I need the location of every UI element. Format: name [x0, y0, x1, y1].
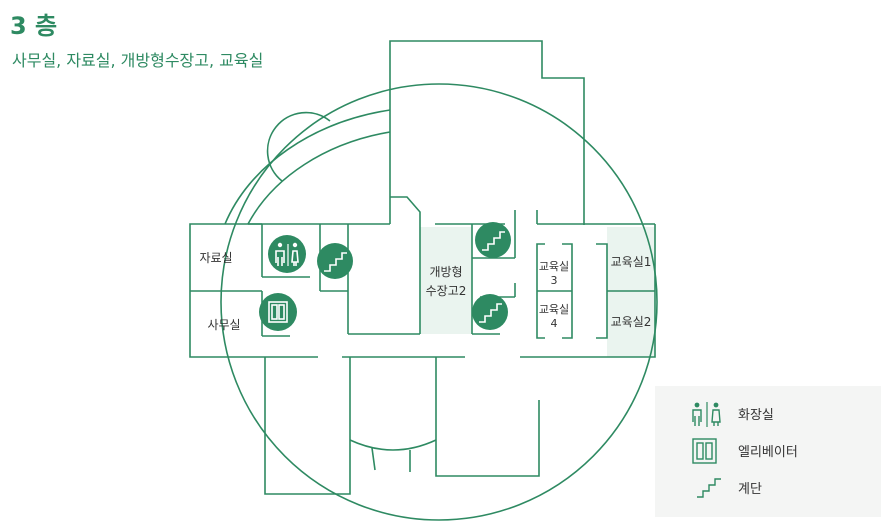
storage-room-highlight: [420, 227, 472, 334]
room-label-edu2: 교육실2: [611, 315, 652, 329]
room-label-edu3-2: 3: [551, 274, 558, 287]
bottom-left-block: [264, 357, 351, 495]
elevator-icon: [692, 438, 717, 464]
small-round-room: [266, 111, 331, 182]
room-label-edu1: 교육실1: [611, 255, 652, 269]
classroom-highlight: [607, 227, 655, 357]
legend-elevator-label: 엘리베이터: [738, 445, 798, 460]
restroom-icon: [268, 235, 306, 273]
bottom-right-block: [435, 357, 540, 477]
legend-stairs-label: 계단: [738, 482, 762, 497]
map-legend: 화장실 엘리베이터 계단: [655, 386, 881, 517]
top-block-inner-wall: [390, 196, 421, 334]
bottom-entrance-arc: [349, 439, 437, 451]
stairs-icon: [697, 478, 721, 498]
room-label-storage-2: 수장고2: [426, 284, 467, 298]
room-label-storage-1: 개방형: [429, 265, 462, 279]
stairs-icon: [475, 222, 511, 258]
room-label-archive: 자료실: [199, 251, 232, 265]
corridor-arc-inner: [247, 131, 391, 225]
elevator-icon: [259, 293, 297, 331]
classroom-12-west-wall: [596, 243, 608, 339]
floor-title: 3 층: [10, 12, 58, 40]
corridor-arc-outer: [224, 109, 391, 225]
room-label-office: 사무실: [207, 318, 240, 332]
classroom-34-east-wall: [562, 243, 573, 339]
stairs-icon: [317, 243, 353, 279]
room-label-edu4-1: 교육실: [539, 303, 569, 316]
stairs-icon: [472, 294, 508, 330]
legend-restroom-label: 화장실: [738, 408, 774, 423]
entrance-post-left: [371, 447, 376, 471]
room-label-edu3-1: 교육실: [539, 260, 569, 273]
restroom-icon: [692, 402, 721, 427]
right-band-walls: [520, 224, 656, 358]
top-block-walls: [389, 40, 585, 225]
floor-subtitle: 사무실, 자료실, 개방형수장고, 교육실: [12, 51, 264, 70]
circular-wall: [220, 83, 658, 521]
room-label-edu4-2: 4: [551, 317, 558, 330]
